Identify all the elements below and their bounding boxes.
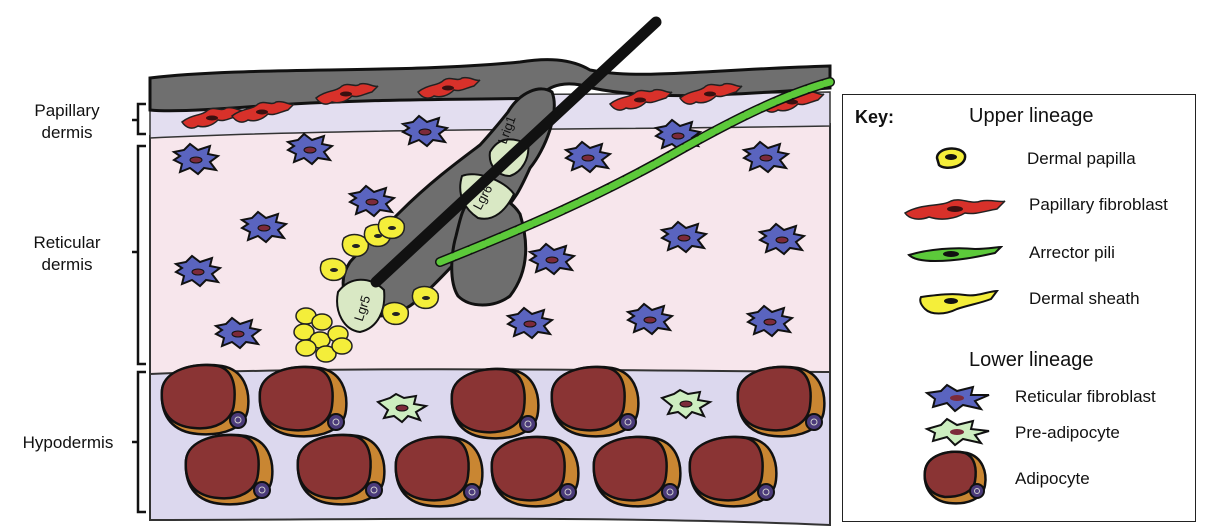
adipocyte (594, 437, 681, 506)
adipocyte (492, 437, 579, 506)
key-panel: Key: Upper lineage Dermal papilla Papill… (842, 94, 1196, 522)
adipocyte (552, 367, 639, 436)
arrector-pili-icon (905, 239, 1003, 265)
hypodermis-bracket (132, 372, 146, 512)
adipocyte (452, 369, 539, 438)
dermal-sheath-icon (917, 287, 1001, 319)
adipocyte (162, 365, 249, 434)
reticular-dermis-label: Reticular dermis (12, 232, 122, 276)
papillary-fibroblast-icon (901, 195, 1009, 225)
hypodermis-label: Hypodermis (8, 432, 128, 454)
dermal-sheath-cell (382, 303, 408, 325)
adipocyte-label: Adipocyte (1015, 469, 1090, 489)
dermal-papilla-icon (931, 143, 971, 173)
papillary-fibroblast-label: Papillary fibroblast (1029, 195, 1168, 215)
papillary-line-2: dermis (41, 123, 92, 142)
lower-lineage-heading: Lower lineage (969, 349, 1094, 372)
reticular-fibroblast-icon (923, 383, 993, 413)
adipocyte (396, 437, 483, 506)
arrector-pili-label: Arrector pili (1029, 243, 1115, 263)
pre-adipocyte-label: Pre-adipocyte (1015, 423, 1120, 443)
adipocyte (738, 367, 825, 436)
adipocyte (260, 367, 347, 436)
papillary-dermis-label: Papillary dermis (12, 100, 122, 144)
pre-adipocyte-icon (923, 417, 993, 447)
adipocyte (690, 437, 777, 506)
papillary-bracket (132, 104, 146, 134)
dermal-sheath-cell (320, 259, 346, 281)
adipocyte (186, 435, 273, 504)
reticular-fibroblast-label: Reticular fibroblast (1015, 387, 1156, 407)
upper-lineage-heading: Upper lineage (969, 105, 1094, 128)
dermal-sheath-cell (378, 217, 404, 239)
reticular-line-1: Reticular (33, 233, 100, 252)
reticular-line-2: dermis (41, 255, 92, 274)
adipocyte-icon (919, 447, 991, 509)
adipocyte (298, 435, 385, 504)
papillary-line-1: Papillary (34, 101, 99, 120)
reticular-bracket (132, 146, 146, 364)
dermal-papilla-label: Dermal papilla (1027, 149, 1136, 169)
dermal-sheath-cell (412, 287, 438, 309)
key-title: Key: (855, 107, 894, 128)
dermal-sheath-label: Dermal sheath (1029, 289, 1140, 309)
